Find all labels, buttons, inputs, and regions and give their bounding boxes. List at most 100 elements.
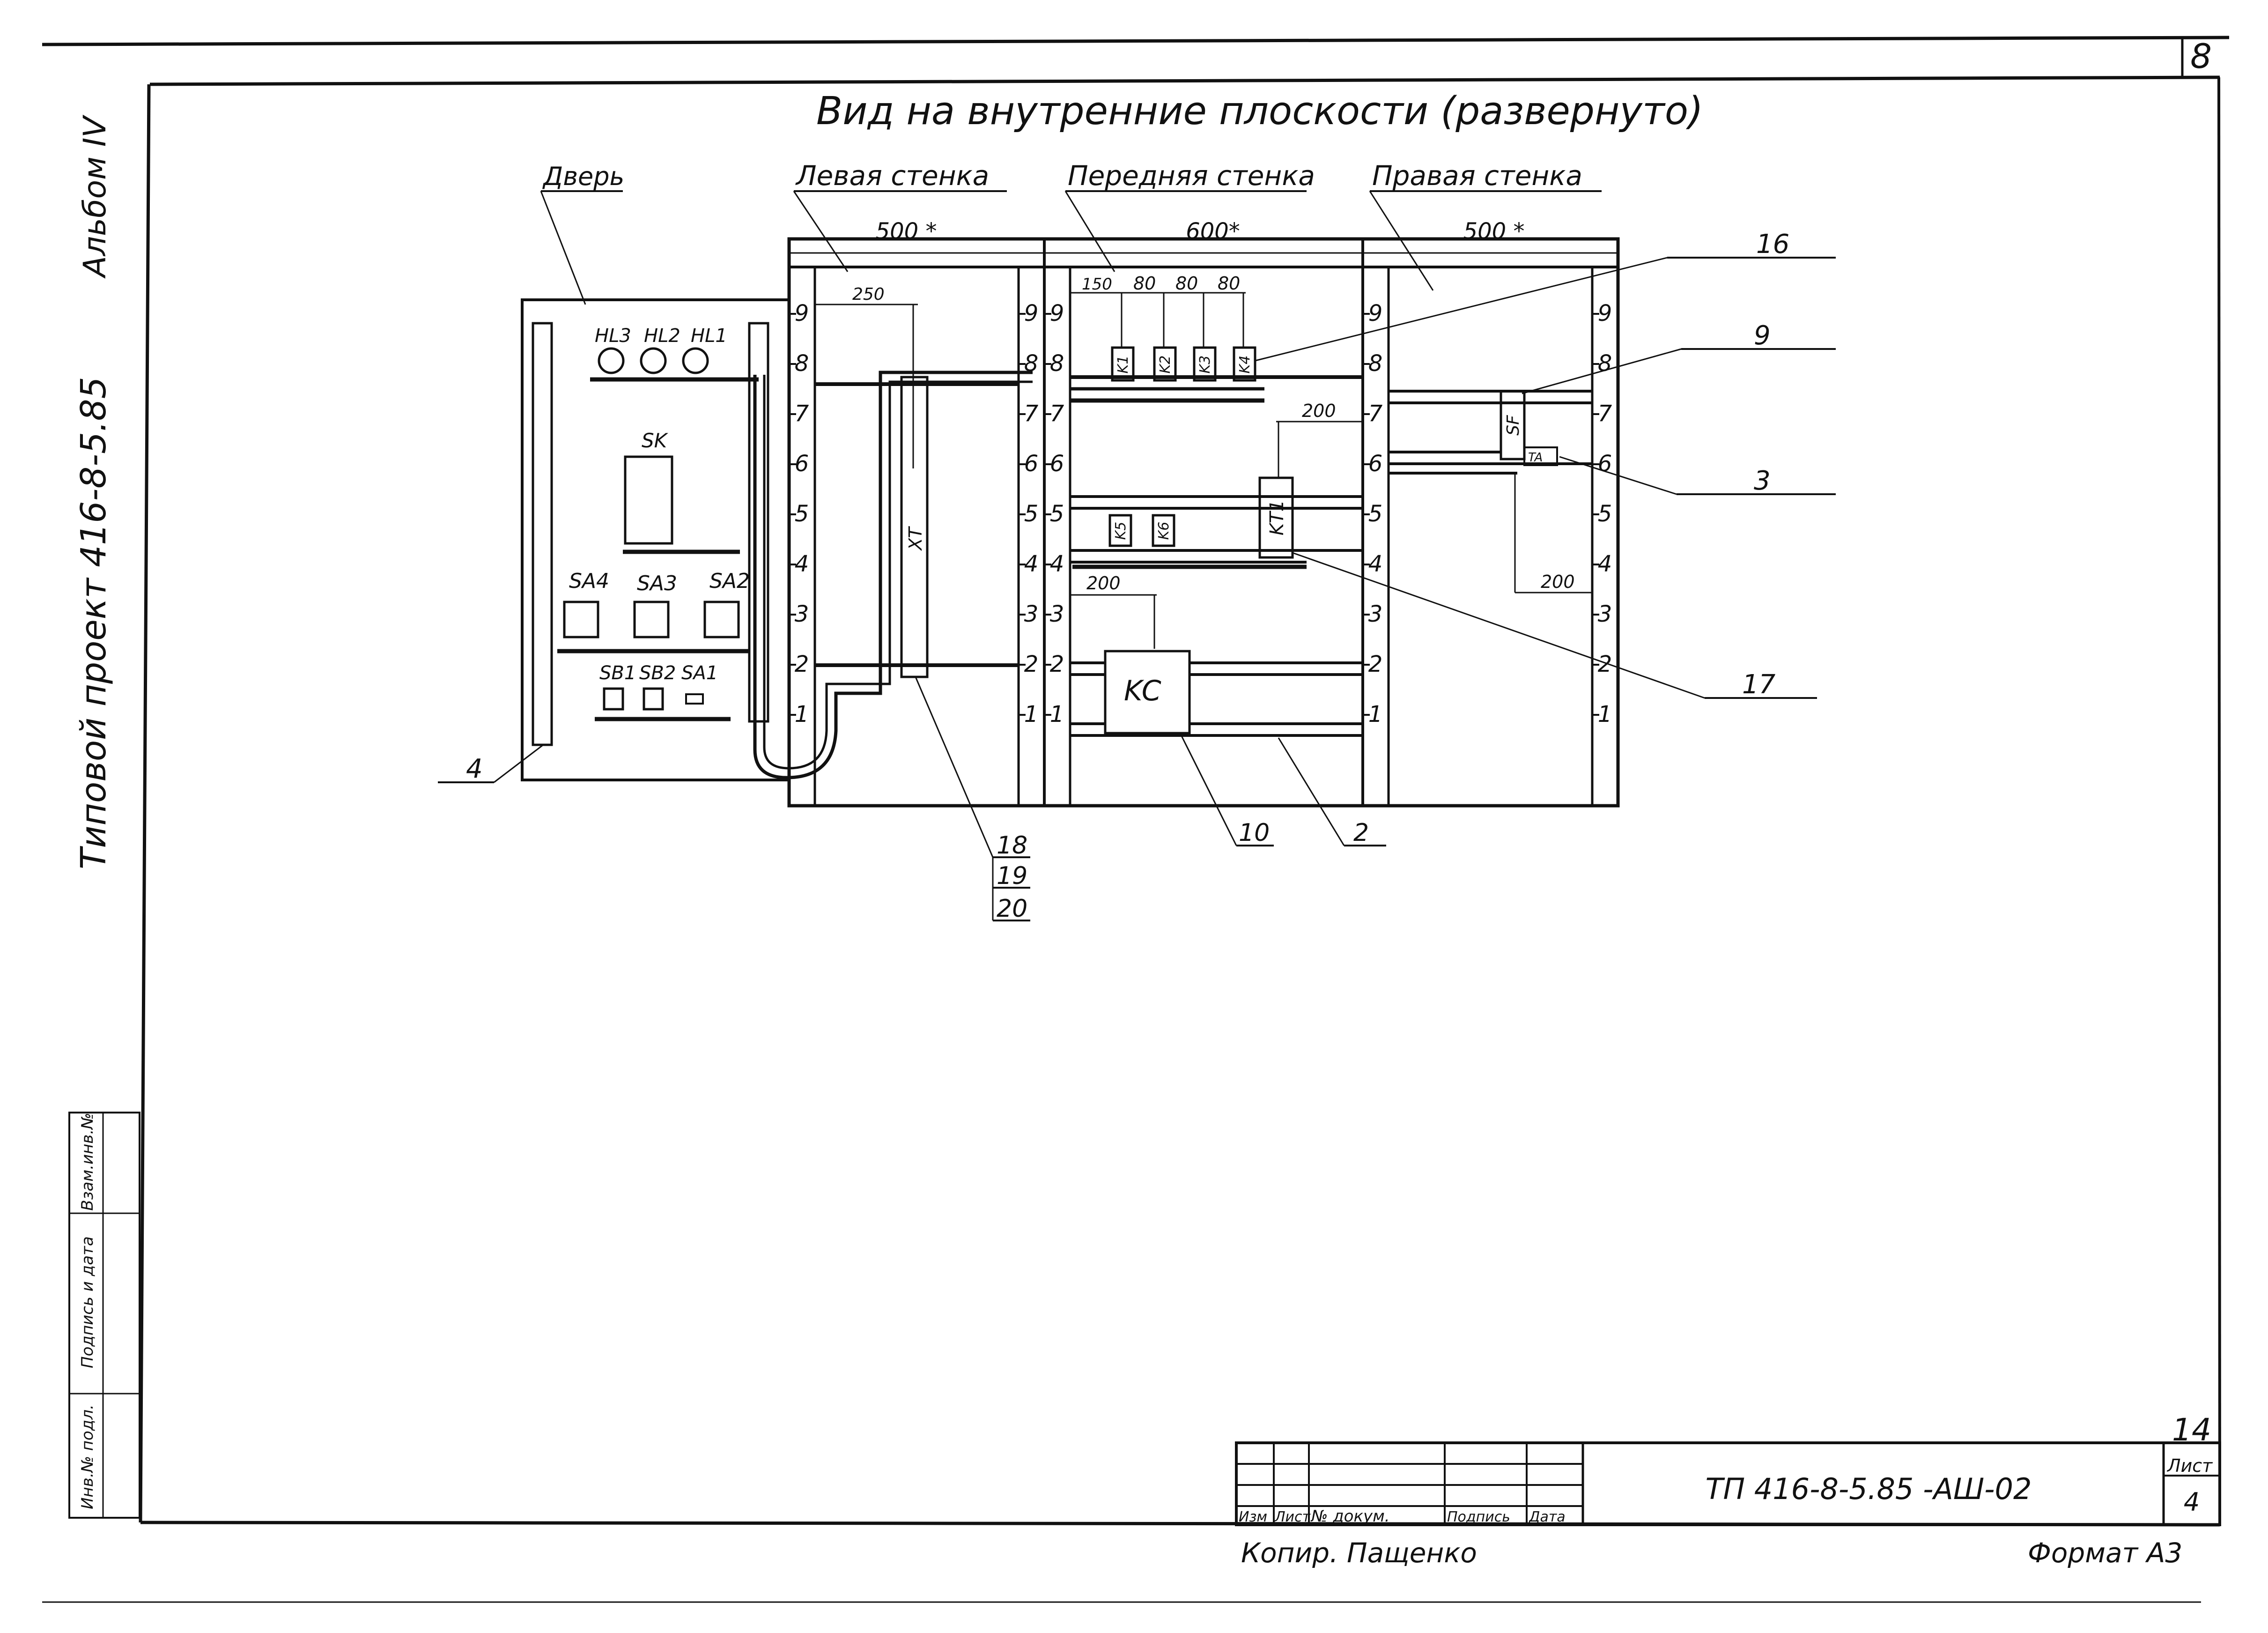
relay-k3 (1193, 346, 1217, 382)
dim-80c: 80 (1218, 273, 1240, 294)
selector-label-sa2: SA2 (709, 569, 750, 593)
door-panel: HL3 HL2 HL1 SK SA4 SA3 SA2 SB1 SB2 SA1 (521, 298, 790, 781)
lamp-label-hl1: HL1 (691, 325, 727, 347)
format-label: Формат А3 (2028, 1537, 2182, 1569)
rack-number-1: 1 (1368, 701, 1383, 727)
relay-label-k6: K6 (1156, 522, 1172, 540)
button-sb1 (603, 687, 624, 711)
rack-number-2: 2 (1050, 651, 1064, 677)
rack-number-8: 8 (795, 350, 809, 377)
switch-sk-label: SK (642, 429, 669, 452)
tb-header-list: Лист (1274, 1509, 1311, 1525)
terminal-block-xt (900, 376, 929, 678)
rack-number-6: 6 (1024, 451, 1039, 477)
rack-number-7: 7 (1024, 401, 1039, 427)
callout-3: 3 (1754, 466, 1771, 496)
width-dimensions: 500 * 600* 500 * (789, 218, 1618, 254)
dim-200-right: 200 (1541, 572, 1575, 592)
lamp-hl1 (682, 347, 709, 374)
rack-number-1: 1 (1024, 701, 1039, 727)
tb-header-izm: Изм (1239, 1509, 1267, 1525)
relay-label-k3: K3 (1197, 356, 1213, 374)
rack-number-4: 4 (795, 551, 809, 577)
rack-number-5: 5 (1024, 501, 1039, 527)
callout-19: 19 (997, 862, 1027, 890)
rack-number-6: 6 (795, 451, 809, 477)
right-wall-label: Правая стенка (1372, 160, 1582, 192)
dim-80a: 80 (1133, 273, 1156, 294)
selector-sa2 (703, 601, 740, 638)
rack-number-8: 8 (1050, 350, 1064, 377)
album-label: Альбом IV (77, 115, 113, 279)
time-relay-label: KT1 (1266, 500, 1288, 535)
rack-number-2: 2 (1024, 651, 1039, 677)
rack-posts (788, 266, 1619, 807)
dim-80b: 80 (1175, 273, 1198, 294)
callout-16: 16 (1756, 229, 1789, 260)
rack-number-5: 5 (1598, 501, 1612, 527)
lamp-hl2 (640, 347, 667, 374)
tb-header-date: Дата (1528, 1509, 1566, 1525)
rack-number-4: 4 (1598, 551, 1612, 577)
tb-header-doc: № докум. (1310, 1507, 1390, 1526)
contactor-label: KC (1124, 675, 1161, 707)
dim-250: 250 (852, 285, 885, 304)
rack-number-5: 5 (1368, 501, 1383, 527)
selector-label-sa3: SA3 (637, 572, 677, 595)
rack-number-4: 4 (1368, 551, 1383, 577)
button-label-sb1: SB1 (599, 662, 636, 684)
rack-number-8: 8 (1598, 350, 1612, 377)
terminal-block-label: XT (905, 526, 926, 551)
relay-label-k5: K5 (1113, 522, 1129, 540)
rack-number-5: 5 (1050, 501, 1064, 527)
relay-k1 (1111, 346, 1135, 382)
tb-header-sign: Подпись (1447, 1509, 1510, 1525)
dim-150: 150 (1082, 275, 1112, 294)
rack-number-9: 9 (1024, 300, 1039, 327)
rack-number-7: 7 (795, 401, 809, 427)
side-stamp-table: Взам.инв.№ Подпись и дата Инв.№ подл. (68, 1112, 140, 1519)
button-sa1 (685, 693, 704, 705)
rack-number-1: 1 (1050, 701, 1064, 727)
cable-bundle (753, 371, 1033, 779)
rack-number-3: 3 (1368, 601, 1383, 627)
rack-number-2: 2 (795, 651, 809, 677)
rack-number-4: 4 (1050, 551, 1064, 577)
tb-doc-code: ТП 416-8-5.85 -АШ-02 (1706, 1472, 2032, 1506)
front-wall-label: Передняя стенка (1068, 160, 1315, 192)
stamp-orig-inv: Инв.№ подл. (78, 1404, 97, 1509)
rack-number-9: 9 (795, 300, 809, 327)
callouts: 16 9 3 17 4 18 19 20 10 2 (438, 229, 1836, 923)
page-number: 8 (2190, 37, 2212, 76)
dim-200-top: 200 (1302, 401, 1336, 421)
rack-number-4: 4 (1024, 551, 1039, 577)
callout-18: 18 (997, 831, 1027, 860)
rack-number-1: 1 (1598, 701, 1612, 727)
left-wall-label: Левая стенка (795, 160, 989, 192)
copied-by: Копир. Пащенко (1241, 1537, 1477, 1569)
rack-number-5: 5 (795, 501, 809, 527)
selector-label-sa4: SA4 (569, 569, 609, 593)
relay-label-k2: K2 (1157, 356, 1174, 374)
tb-total-sheets: 14 (2172, 1412, 2211, 1448)
left-wall: 250 XT (815, 285, 1019, 678)
rack-number-3: 3 (1024, 601, 1039, 627)
drawing-frame (42, 36, 2230, 1603)
breaker-sf (1500, 390, 1526, 460)
breaker-label: SF (1504, 415, 1523, 436)
rack-number-8: 8 (1024, 350, 1039, 377)
dim-200-bottom: 200 (1086, 573, 1121, 594)
tb-sheet-number: 4 (2184, 1487, 2200, 1517)
title-block: Изм Лист № докум. Подпись Дата ТП 416-8-… (1235, 1412, 2221, 1526)
selector-sa4 (563, 601, 599, 638)
rack-number-3: 3 (1050, 601, 1064, 627)
stamp-replace-inv: Взам.инв.№ (78, 1113, 97, 1210)
button-label-sa1: SA1 (681, 662, 718, 684)
tb-sheet-label: Лист (2166, 1455, 2213, 1476)
lamp-hl3 (598, 347, 625, 374)
rack-number-9: 9 (1050, 300, 1064, 327)
rack-number-7: 7 (1598, 401, 1612, 427)
relay-label-k4: K4 (1237, 356, 1253, 374)
rack-number-8: 8 (1368, 350, 1383, 377)
callout-20: 20 (997, 895, 1027, 923)
